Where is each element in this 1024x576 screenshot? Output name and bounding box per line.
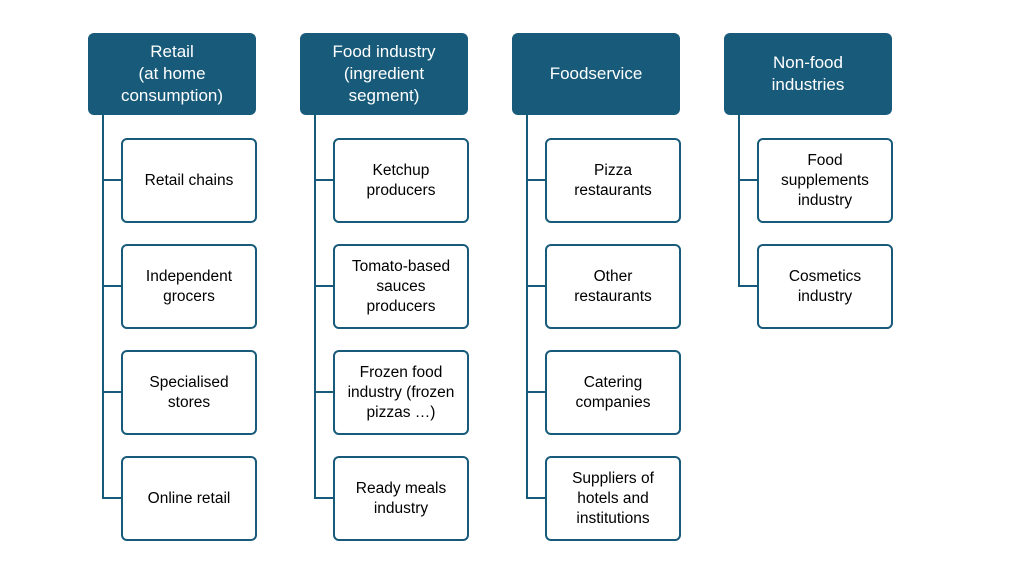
child-label: Online retail xyxy=(147,489,231,507)
connector-branch xyxy=(314,497,333,499)
child-label: Specialised stores xyxy=(149,373,229,411)
child-box: Catering companies xyxy=(545,350,681,435)
child-label: Food supplements industry xyxy=(781,151,869,209)
child-label: Cosmetics industry xyxy=(788,267,862,305)
column-retail: Retail (at home consumption) Retail chai… xyxy=(88,0,288,576)
child-label: Pizza restaurants xyxy=(574,161,652,199)
connector-trunk xyxy=(314,115,316,499)
child-box: Specialised stores xyxy=(121,350,257,435)
child-label: Frozen food industry (frozen pizzas …) xyxy=(347,363,455,421)
connector-branch xyxy=(526,497,545,499)
connector-trunk xyxy=(738,115,740,287)
child-label: Independent grocers xyxy=(145,267,233,305)
connector-branch xyxy=(738,285,757,287)
column-non-food-industries: Non-food industries Food supplements ind… xyxy=(724,0,924,576)
child-label: Other restaurants xyxy=(574,267,652,305)
connector-branch xyxy=(526,391,545,393)
connector-branch xyxy=(738,179,757,181)
column-header-label: Retail (at home consumption) xyxy=(120,42,224,105)
child-box: Independent grocers xyxy=(121,244,257,329)
child-box: Suppliers of hotels and institutions xyxy=(545,456,681,541)
connector-branch xyxy=(102,391,121,393)
column-header: Retail (at home consumption) xyxy=(88,33,256,115)
child-box: Other restaurants xyxy=(545,244,681,329)
column-header-label: Non-food industries xyxy=(771,53,845,94)
connector-trunk xyxy=(102,115,104,499)
child-label: Suppliers of hotels and institutions xyxy=(572,469,654,527)
child-label: Ready meals industry xyxy=(355,479,447,517)
connector-branch xyxy=(526,179,545,181)
child-box: Ready meals industry xyxy=(333,456,469,541)
child-box: Ketchup producers xyxy=(333,138,469,223)
connector-branch xyxy=(526,285,545,287)
column-header: Non-food industries xyxy=(724,33,892,115)
child-box: Food supplements industry xyxy=(757,138,893,223)
connector-branch xyxy=(102,497,121,499)
child-label: Ketchup producers xyxy=(366,161,436,199)
column-foodservice: Foodservice Pizza restaurants Other rest… xyxy=(512,0,712,576)
connector-branch xyxy=(314,285,333,287)
column-header: Food industry (ingredient segment) xyxy=(300,33,468,115)
column-header-label: Food industry (ingredient segment) xyxy=(332,42,436,105)
child-label: Retail chains xyxy=(144,171,234,189)
child-box: Online retail xyxy=(121,456,257,541)
child-label: Tomato-based sauces producers xyxy=(351,257,451,315)
connector-trunk xyxy=(526,115,528,499)
child-label: Catering companies xyxy=(575,373,651,411)
child-box: Cosmetics industry xyxy=(757,244,893,329)
column-header-label: Foodservice xyxy=(549,64,643,83)
column-food-industry: Food industry (ingredient segment) Ketch… xyxy=(300,0,500,576)
child-box: Pizza restaurants xyxy=(545,138,681,223)
column-header: Foodservice xyxy=(512,33,680,115)
connector-branch xyxy=(314,391,333,393)
connector-branch xyxy=(102,179,121,181)
connector-branch xyxy=(102,285,121,287)
connector-branch xyxy=(314,179,333,181)
child-box: Tomato-based sauces producers xyxy=(333,244,469,329)
child-box: Frozen food industry (frozen pizzas …) xyxy=(333,350,469,435)
child-box: Retail chains xyxy=(121,138,257,223)
